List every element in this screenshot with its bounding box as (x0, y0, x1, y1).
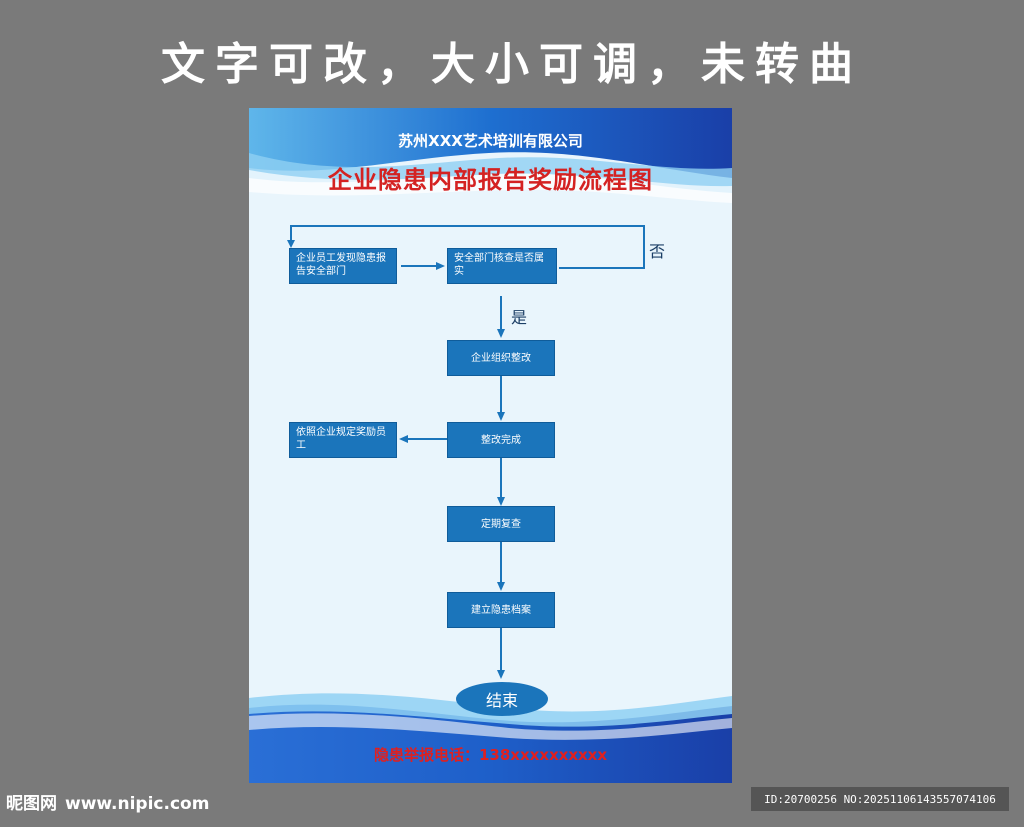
step-reward-box: 依照企业规定奖励员工 (289, 422, 397, 458)
hotline: 隐患举报电话：138xxxxxxxxxx (249, 744, 732, 765)
step-rectify-box: 企业组织整改 (447, 340, 555, 376)
label-no: 否 (649, 242, 666, 261)
company-name: 苏州XXX艺术培训有限公司 (398, 132, 583, 150)
image-id: ID:20700256 NO:20251106143557074106 (751, 787, 1009, 811)
watermark-logo: 昵图网 www.nipic.com (6, 789, 209, 814)
step-complete-box: 整改完成 (447, 422, 555, 458)
step-verify-box: 安全部门核查是否属实 (447, 248, 557, 284)
poster-title: 企业隐患内部报告奖励流程图 (328, 166, 653, 194)
logo-text: 昵图网 (6, 794, 57, 814)
step-archive-box: 建立隐患档案 (447, 592, 555, 628)
poster: 苏州XXX艺术培训有限公司 企业隐患内部报告奖励流程图 企业员工发现隐患报告安全… (249, 108, 732, 783)
end-oval: 结束 (456, 682, 548, 716)
step-report-box: 企业员工发现隐患报告安全部门 (289, 248, 397, 284)
flow-connectors (290, 225, 645, 671)
hotline-label: 隐患举报电话： (373, 746, 479, 764)
hotline-number: 138xxxxxxxxxx (478, 746, 608, 764)
label-yes: 是 (511, 308, 528, 327)
step-review-box: 定期复查 (447, 506, 555, 542)
banner-text: 文字可改，大小可调，未转曲 (161, 39, 863, 90)
site-url: www.nipic.com (65, 794, 210, 814)
